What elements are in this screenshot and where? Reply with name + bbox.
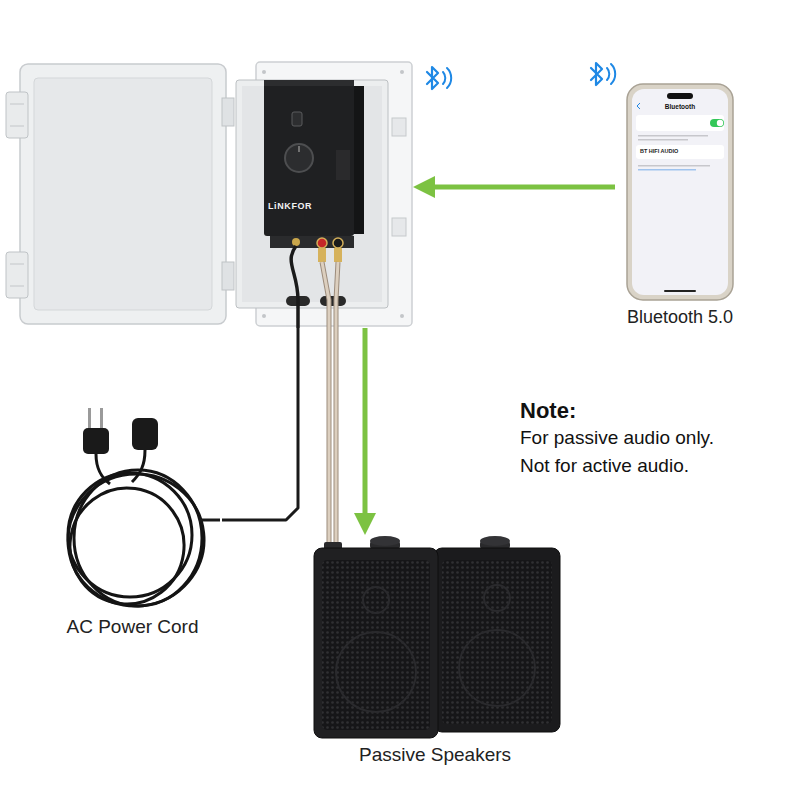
- power-cord-coil: [61, 408, 220, 613]
- brand-label: LiNKFOR: [268, 201, 338, 211]
- bluetooth-symbol: [591, 63, 615, 85]
- note-heading: Note:: [520, 398, 780, 423]
- output-arrow: [363, 328, 368, 535]
- screen-title: Bluetooth: [632, 103, 728, 110]
- caption-label: Passive Speakers: [300, 744, 570, 766]
- caption-label: AC Power Cord: [45, 616, 220, 638]
- power-wire: [222, 328, 298, 520]
- caption-label: Bluetooth 5.0: [615, 307, 745, 328]
- amplifier-body: [264, 80, 364, 262]
- speaker-cable: [322, 262, 338, 546]
- enclosure-door: [6, 64, 234, 324]
- phone-body: [627, 84, 733, 300]
- speaker-right: [434, 536, 560, 732]
- device-name: BT HIFI AUDIO: [640, 148, 720, 154]
- note-text: Not for active audio.: [520, 455, 790, 477]
- note-text: For passive audio only.: [520, 427, 790, 449]
- speaker-left: [314, 536, 438, 738]
- amplifier-unit: LiNKFOR: [228, 60, 413, 328]
- bluetooth-arrow: [413, 185, 615, 190]
- power-cable: [291, 246, 298, 328]
- power-cord: AC Power Cord: [45, 405, 222, 645]
- bluetooth-symbol: [427, 67, 451, 89]
- speaker-pair: Passive Speakers: [300, 535, 572, 773]
- cable-grommet: [320, 296, 346, 306]
- smartphone: Bluetooth BT HIFI AUDIO Bluetooth 5.0: [615, 82, 747, 334]
